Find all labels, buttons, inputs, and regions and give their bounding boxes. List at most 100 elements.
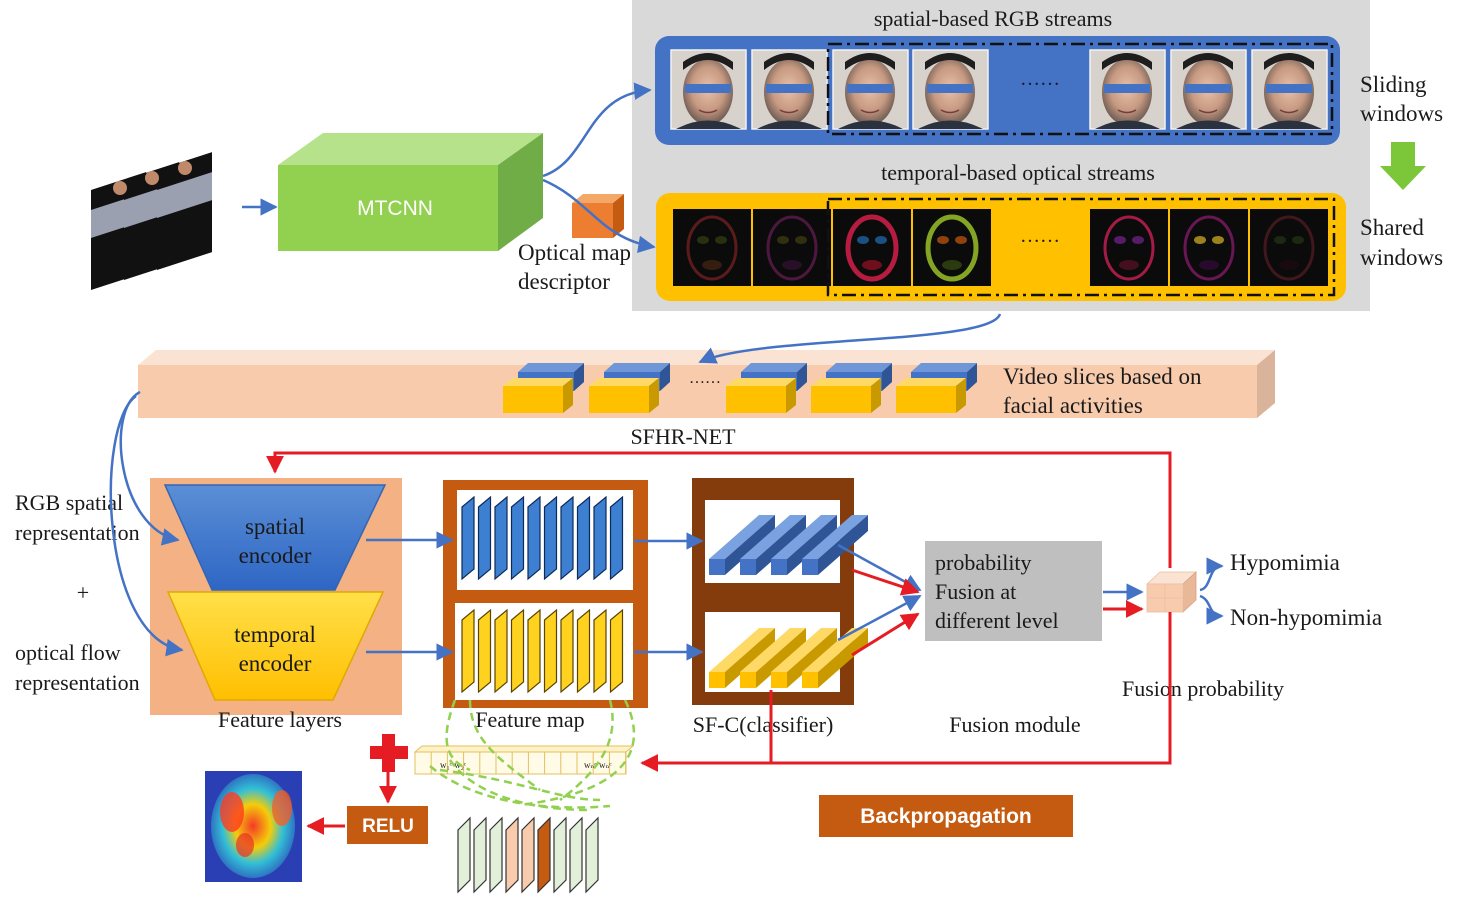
sfhr-net-title: SFHR-NET: [630, 424, 736, 449]
fusion-box-line-3: different level: [935, 608, 1059, 633]
weighted-sheet: [473, 816, 487, 894]
feature-sheet: [576, 495, 591, 581]
slice-cube: [726, 363, 807, 413]
temporal-encoder: [166, 591, 385, 701]
sum-plus-icon: [370, 734, 408, 772]
slice-cube: [503, 363, 584, 413]
weighted-sheet: [505, 816, 519, 894]
weighted-sheet: [537, 816, 551, 894]
weighted-sheet: [489, 816, 503, 894]
feature-sheet: [527, 495, 541, 581]
feature-sheet: [461, 495, 475, 581]
classifier-bar: [740, 628, 806, 688]
fusion-box-line-1: probability: [935, 550, 1032, 575]
heatmap-face-image: [205, 771, 302, 882]
feature-map-temporal-sheets: [461, 608, 624, 694]
arrow-mtcnn-to-rgb: [542, 82, 652, 178]
optical-map-label-2: descriptor: [518, 269, 610, 294]
shared-windows-label-2: windows: [1360, 245, 1443, 270]
classifier-bar: [802, 628, 868, 688]
feature-sheet: [510, 608, 525, 694]
fusion-box-line-2: Fusion at: [935, 579, 1016, 604]
video-slices-label-1: Video slices based on: [1003, 364, 1202, 389]
feature-sheet: [560, 495, 574, 581]
optical-frames: [673, 209, 1328, 286]
rgb-face-frame: [670, 49, 747, 130]
arrow-to-non-hypomimia: [1199, 594, 1224, 625]
feature-sheet: [477, 495, 492, 581]
arrow-sfc-to-fusion-blue-2: [837, 594, 922, 642]
mtcnn-label: MTCNN: [357, 197, 433, 220]
feature-sheet: [560, 608, 574, 694]
sfc-label: SF-C(classifier): [693, 712, 834, 737]
backprop-label-box: [819, 795, 1073, 837]
feature-sheet: [593, 495, 607, 581]
classifier-bar: [740, 515, 806, 575]
rgb-frames: [670, 49, 1328, 130]
spatial-encoder-label-2: encoder: [239, 543, 312, 568]
classifier-spatial-bars: [709, 515, 868, 575]
ellipsis-slices: ……: [689, 370, 721, 387]
fusion-probability-label: Fusion probability: [1122, 676, 1284, 701]
feature-sheet: [609, 608, 624, 694]
temporal-encoder-label-1: temporal: [234, 622, 316, 647]
feature-layers-label: Feature layers: [218, 707, 342, 732]
rgb-face-frame: [1170, 49, 1247, 130]
weighted-sheet: [585, 816, 599, 894]
classifier-bar: [709, 515, 775, 575]
feature-sheet: [576, 608, 591, 694]
optical-flow-frame: [913, 209, 991, 286]
arrow-streams-to-slices: [698, 313, 1002, 364]
weighted-feature-maps: [457, 816, 599, 894]
feature-sheet: [593, 608, 607, 694]
mtcnn-block: [278, 133, 543, 251]
hypomimia-label: Hypomimia: [1230, 550, 1340, 575]
optical-flow-frame: [1250, 209, 1328, 286]
ellipsis-top: ……: [1020, 68, 1060, 90]
rgb-rep-label-2: representation: [15, 520, 140, 545]
relu-label: RELU: [362, 816, 414, 837]
rgb-face-frame: [832, 49, 909, 130]
backprop-loop-top: [266, 451, 1172, 568]
classifier-temporal-bars: [709, 628, 868, 688]
optical-flow-frame: [673, 209, 751, 286]
arrow-to-hypomimia: [1199, 557, 1224, 592]
classifier-bar: [802, 515, 868, 575]
feature-sheet: [543, 608, 558, 694]
classifier-bar: [771, 628, 837, 688]
weighted-sheet: [521, 816, 535, 894]
feature-sheet: [461, 608, 475, 694]
sliding-windows-label-2: windows: [1360, 101, 1443, 126]
arrow-sfc-to-fusion-red-2: [851, 612, 920, 657]
slice-cube: [811, 363, 892, 413]
rgb-face-frame: [1251, 49, 1328, 130]
optical-rep-label-2: representation: [15, 670, 140, 695]
input-video-frames: [91, 152, 212, 290]
optical-flow-frame: [1090, 209, 1168, 286]
spatial-encoder: [163, 484, 387, 591]
shared-windows-label-1: Shared: [1360, 215, 1424, 240]
arrow-sfc-to-fusion-red-1: [851, 568, 920, 596]
rgb-face-frame: [1089, 49, 1166, 130]
classifier-bar: [709, 628, 775, 688]
sliding-windows-label-1: Sliding: [1360, 72, 1427, 97]
slice-cube: [896, 363, 977, 413]
sliding-window-rgb: [826, 42, 1334, 136]
rgb-face-frame: [751, 49, 828, 130]
feature-map-spatial-sheets: [461, 495, 624, 581]
weight-label-right: wₙᶜ wₙᶜ: [584, 760, 612, 770]
temporal-encoder-label-2: encoder: [239, 651, 312, 676]
weighted-sheet: [553, 816, 567, 894]
slice-cube: [589, 363, 670, 413]
arrow-mtcnn-to-optical: [542, 178, 656, 254]
cam-weight-links: [429, 699, 636, 812]
fusion-module-label: Fusion module: [949, 712, 1080, 737]
optical-flow-frame: [833, 209, 911, 286]
classifier-bar: [771, 515, 837, 575]
feature-sheet: [510, 495, 525, 581]
optical-rep-label-1: optical flow: [15, 640, 121, 665]
feature-sheet: [609, 495, 624, 581]
rgb-face-frame: [912, 49, 989, 130]
arrow-slices-to-temporal: [109, 394, 184, 657]
